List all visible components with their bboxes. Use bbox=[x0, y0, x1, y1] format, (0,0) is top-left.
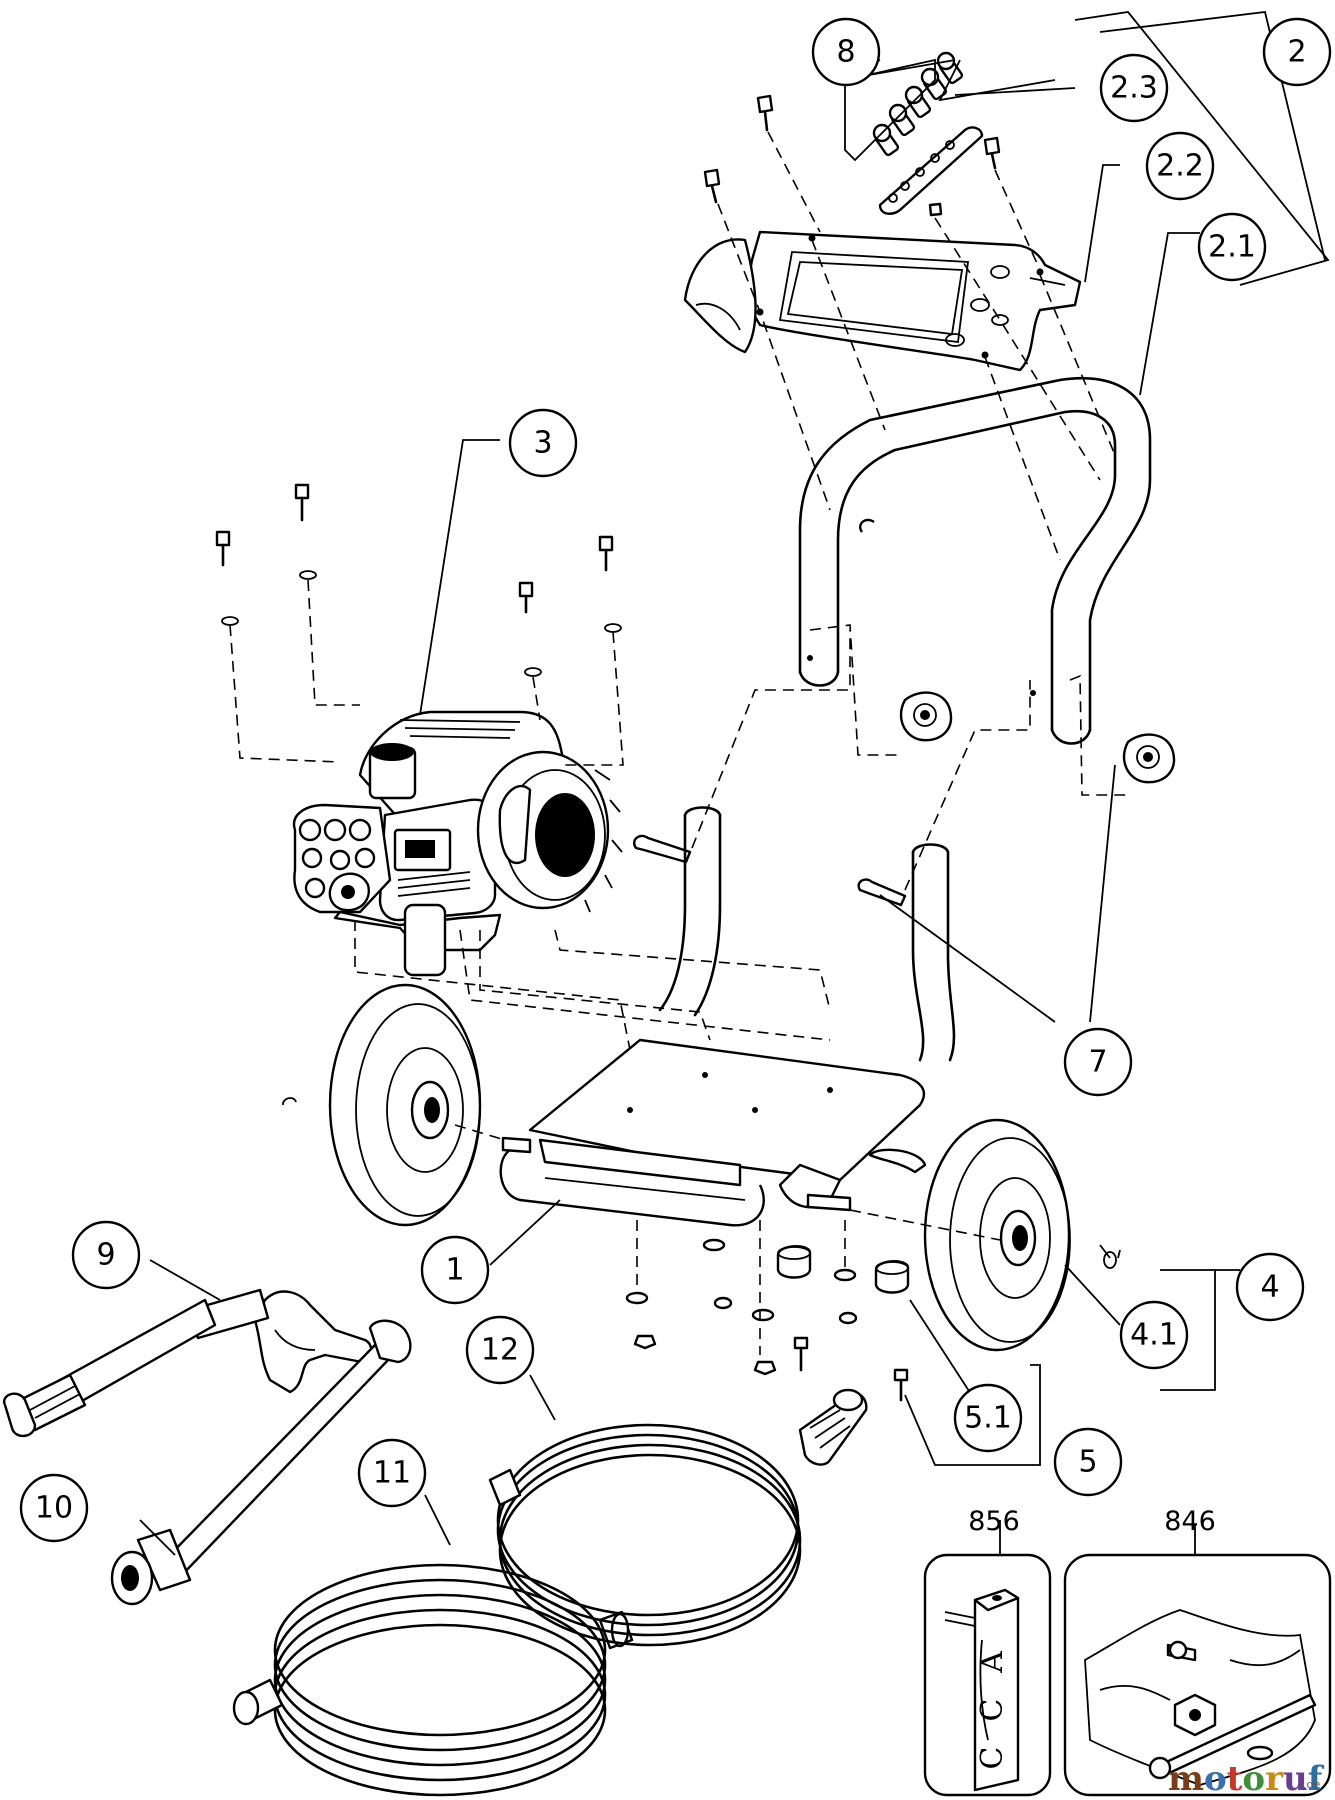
callout-label: 10 bbox=[35, 1491, 73, 1526]
callout-3: 3 bbox=[508, 408, 578, 478]
handle-assembly-lines bbox=[717, 131, 1116, 561]
callout-2: 2 bbox=[1262, 17, 1332, 87]
callout-11: 11 bbox=[357, 1438, 427, 1508]
callout-5: 5 bbox=[1053, 1427, 1123, 1497]
callout-label: 8 bbox=[836, 35, 855, 70]
base-frame bbox=[499, 806, 956, 1227]
callout-label: 2.3 bbox=[1110, 71, 1158, 106]
callout-12: 12 bbox=[465, 1315, 535, 1385]
frame-fasteners bbox=[625, 1220, 909, 1402]
pump-screws bbox=[215, 483, 622, 677]
kit-846-label: 846 bbox=[1164, 1506, 1216, 1537]
callout-4: 4 bbox=[1235, 1252, 1305, 1322]
wheel-right bbox=[849, 1118, 1117, 1352]
spray-wand bbox=[110, 1319, 412, 1606]
callout-10: 10 bbox=[19, 1473, 89, 1543]
axle-pins bbox=[501, 1136, 852, 1212]
callout-label: 2 bbox=[1287, 35, 1306, 70]
knob-assembly-lines bbox=[691, 624, 1130, 891]
callout-label: 9 bbox=[96, 1238, 115, 1273]
kit-856-card-letter: C bbox=[975, 1699, 1010, 1722]
callout-label: 11 bbox=[373, 1456, 411, 1491]
callout-label: 12 bbox=[481, 1333, 519, 1368]
pump-assembly-lines bbox=[229, 579, 831, 1051]
callout-2-2: 2.2 bbox=[1145, 131, 1215, 201]
kit-856-card-letter: C bbox=[975, 1747, 1010, 1770]
garden-hose bbox=[488, 1388, 868, 1647]
leader-lines bbox=[139, 11, 1330, 1556]
callout-label: 2.2 bbox=[1156, 149, 1204, 184]
callout-label: 5.1 bbox=[964, 1401, 1012, 1436]
kit-856-box bbox=[923, 1553, 1052, 1797]
callout-label: 3 bbox=[533, 426, 552, 461]
callout-1: 1 bbox=[420, 1235, 490, 1305]
callout-9: 9 bbox=[71, 1220, 141, 1290]
nozzle-holder-bracket bbox=[878, 126, 984, 215]
callout-label: 2.1 bbox=[1208, 230, 1256, 265]
callout-label: 7 bbox=[1088, 1045, 1107, 1080]
wheel-left bbox=[282, 983, 506, 1227]
kit-856-label: 856 bbox=[968, 1506, 1020, 1537]
rubber-feet bbox=[776, 1245, 910, 1294]
callout-2-1: 2.1 bbox=[1197, 212, 1267, 282]
callout-label: 1 bbox=[445, 1253, 464, 1288]
handle-screws bbox=[703, 94, 1001, 217]
kit-856-card-letter: A bbox=[975, 1651, 1010, 1674]
knob-left bbox=[899, 691, 953, 742]
high-pressure-hose bbox=[232, 1563, 634, 1797]
handle-tube bbox=[798, 376, 1152, 745]
callout-7: 7 bbox=[1063, 1027, 1133, 1097]
kit-846-box bbox=[1063, 1553, 1332, 1797]
callout-2-3: 2.3 bbox=[1099, 53, 1169, 123]
control-panel bbox=[683, 230, 1082, 372]
spray-gun bbox=[2, 1288, 373, 1438]
watermark: motoruf .de bbox=[1168, 1759, 1325, 1799]
knob-right bbox=[1122, 733, 1176, 784]
carriage-bolts bbox=[633, 518, 907, 907]
callout-8: 8 bbox=[811, 17, 881, 87]
callout-label: 5 bbox=[1078, 1445, 1097, 1480]
watermark-suffix: .de bbox=[1303, 1778, 1320, 1791]
callout-5-1: 5.1 bbox=[953, 1383, 1023, 1453]
callout-label: 4.1 bbox=[1130, 1318, 1178, 1353]
pump-motor-unit bbox=[292, 710, 623, 977]
watermark-brand: motoruf bbox=[1168, 1759, 1325, 1799]
callout-4-1: 4.1 bbox=[1119, 1300, 1189, 1370]
callout-label: 4 bbox=[1260, 1270, 1279, 1305]
